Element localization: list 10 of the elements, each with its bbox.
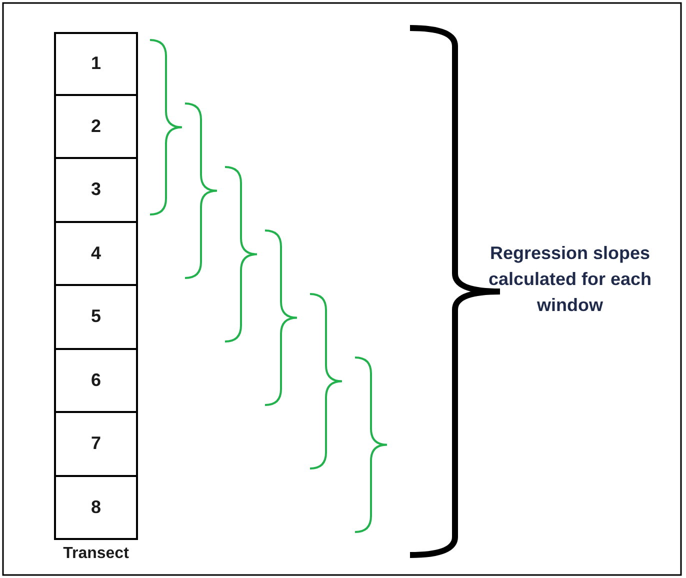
transect-segment: 4 — [54, 220, 138, 286]
transect-segment: 3 — [54, 157, 138, 222]
transect-segment: 6 — [54, 348, 138, 413]
transect-segment: 2 — [54, 94, 138, 159]
axis-caption: Transect — [62, 545, 130, 563]
transect-segment: 8 — [54, 474, 138, 540]
transect-segment: 7 — [54, 411, 138, 476]
annotation-text: Regression slopes calculated for each window — [487, 242, 653, 317]
transect-segment: 1 — [54, 32, 138, 96]
transect-segment: 5 — [54, 284, 138, 350]
